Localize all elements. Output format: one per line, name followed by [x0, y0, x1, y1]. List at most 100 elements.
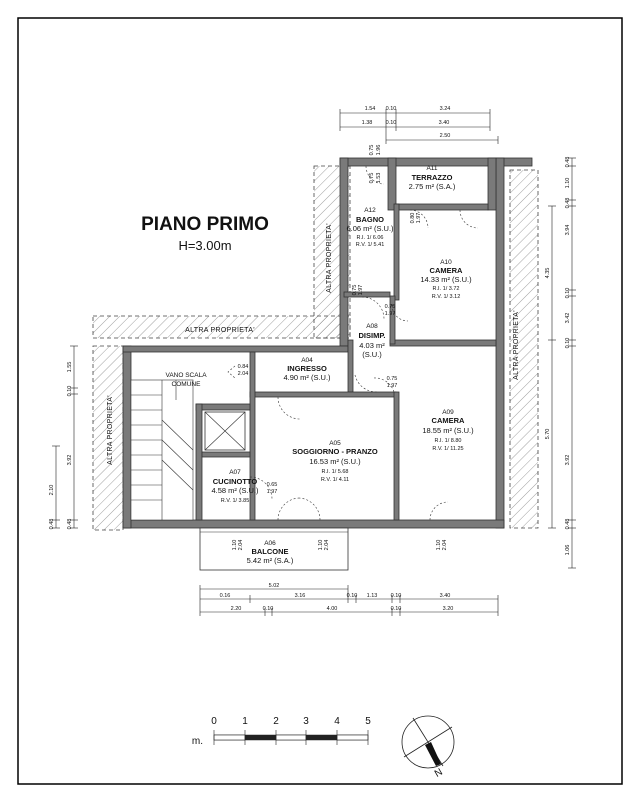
svg-text:SOGGIORNO - PRANZO: SOGGIORNO - PRANZO	[292, 447, 378, 456]
svg-text:R.V. 1/ 5.41: R.V. 1/ 5.41	[356, 242, 385, 248]
svg-text:ALTRA PROPRIETA': ALTRA PROPRIETA'	[185, 327, 255, 334]
svg-text:4.35: 4.35	[545, 268, 551, 279]
svg-text:0.48: 0.48	[565, 157, 571, 168]
svg-text:1.97: 1.97	[387, 383, 398, 389]
svg-text:1.96: 1.96	[376, 145, 382, 156]
room-a04: A04 INGRESSO 4.90 m² (S.U.)	[283, 357, 331, 382]
room-a09: A09 CAMERA 18.55 m² (S.U.) R.I. 1/ 8.80 …	[422, 409, 474, 452]
svg-text:A05: A05	[329, 440, 341, 447]
svg-text:0.48: 0.48	[49, 519, 55, 530]
svg-text:R.I. 1/ 8.80: R.I. 1/ 8.80	[435, 438, 462, 444]
svg-text:CAMERA: CAMERA	[430, 266, 463, 275]
svg-text:14.33 m² (S.U.): 14.33 m² (S.U.)	[420, 275, 472, 284]
svg-text:1.06: 1.06	[565, 545, 571, 556]
svg-text:0.80: 0.80	[410, 213, 416, 224]
svg-text:0.75: 0.75	[385, 304, 396, 310]
svg-text:A07: A07	[229, 469, 241, 476]
svg-text:0.48: 0.48	[565, 198, 571, 209]
svg-text:ALTRA PROPRIETA': ALTRA PROPRIETA'	[513, 310, 520, 380]
svg-text:4.03 m²: 4.03 m²	[359, 341, 385, 350]
room-a10: A10 CAMERA 14.33 m² (S.U.) R.I. 1/ 3.72 …	[420, 259, 472, 300]
svg-text:R.I. 1/ 3.72: R.I. 1/ 3.72	[433, 286, 460, 292]
plan-height: H=3.00m	[178, 238, 231, 253]
svg-text:1.10: 1.10	[232, 540, 238, 551]
svg-text:ALTRA PROPRIETA': ALTRA PROPRIETA'	[107, 395, 114, 465]
svg-text:4.90 m² (S.U.): 4.90 m² (S.U.)	[283, 373, 331, 382]
svg-text:0.10: 0.10	[565, 288, 571, 299]
svg-text:4.00: 4.00	[327, 606, 338, 612]
svg-text:2.04: 2.04	[324, 540, 330, 551]
svg-text:TERRAZZO: TERRAZZO	[412, 173, 453, 182]
svg-text:m.: m.	[192, 736, 203, 747]
room-a12: A12 BAGNO 6.06 m² (S.U.) R.I. 1/ 6.06 R.…	[346, 207, 394, 248]
room-a05: A05 SOGGIORNO - PRANZO 16.53 m² (S.U.) R…	[292, 440, 378, 483]
svg-text:3.92: 3.92	[565, 455, 571, 466]
svg-text:CAMERA: CAMERA	[432, 416, 465, 425]
room-a07: A07 CUCINOTTO 4.58 m² (S.U.) R.V. 1/ 3.8…	[211, 469, 259, 504]
svg-text:1.10: 1.10	[436, 540, 442, 551]
svg-text:1.97: 1.97	[358, 285, 364, 296]
svg-text:A09: A09	[442, 409, 454, 416]
svg-text:1.97: 1.97	[416, 213, 422, 224]
svg-text:BAGNO: BAGNO	[356, 215, 384, 224]
svg-text:0.10: 0.10	[565, 338, 571, 349]
svg-text:0.10: 0.10	[391, 593, 402, 599]
svg-text:1.13: 1.13	[367, 593, 378, 599]
svg-text:5: 5	[365, 716, 371, 727]
altra-proprieta-zones: ALTRA PROPRIETA' ALTRA PROPRIETA' ALTRA …	[92, 165, 539, 531]
door-swings	[227, 165, 479, 521]
dimensions-bottom: 5.02 0.16 3.16 0.10 1.13 0.10 3.40 2.20 …	[199, 583, 499, 616]
svg-text:5.70: 5.70	[545, 429, 551, 440]
room-a08: A08 DISIMP. 4.03 m² (S.U.)	[359, 323, 386, 359]
svg-text:A12: A12	[364, 207, 376, 214]
svg-text:0.48: 0.48	[67, 519, 73, 530]
svg-text:COMUNE: COMUNE	[172, 381, 202, 388]
plan-title: PIANO PRIMO	[141, 214, 269, 235]
svg-text:R.V. 1/ 3.12: R.V. 1/ 3.12	[432, 294, 461, 300]
svg-text:5.42 m² (S.A.): 5.42 m² (S.A.)	[247, 556, 294, 565]
svg-text:2: 2	[273, 716, 279, 727]
svg-text:0.65: 0.65	[267, 482, 278, 488]
svg-text:1.97: 1.97	[267, 489, 278, 495]
svg-text:1.10: 1.10	[318, 540, 324, 551]
svg-text:1: 1	[242, 716, 248, 727]
svg-text:2.04: 2.04	[238, 371, 249, 377]
svg-text:A10: A10	[440, 259, 452, 266]
svg-text:4: 4	[334, 716, 340, 727]
svg-text:2.20: 2.20	[231, 606, 242, 612]
svg-text:3.16: 3.16	[295, 593, 306, 599]
svg-text:3.20: 3.20	[443, 606, 454, 612]
svg-text:1.55: 1.55	[67, 362, 73, 373]
svg-text:3.40: 3.40	[440, 593, 451, 599]
svg-text:VANO SCALA: VANO SCALA	[165, 372, 207, 379]
svg-text:R.V. 1/ 11.25: R.V. 1/ 11.25	[432, 446, 463, 452]
svg-text:0.10: 0.10	[386, 106, 397, 112]
stairs	[130, 379, 194, 521]
svg-text:2.04: 2.04	[238, 540, 244, 551]
svg-text:0.75: 0.75	[387, 376, 398, 382]
svg-text:A08: A08	[366, 323, 378, 330]
svg-text:0: 0	[211, 716, 217, 727]
svg-text:16.53 m² (S.U.): 16.53 m² (S.U.)	[309, 457, 361, 466]
svg-text:R.I. 1/ 6.06: R.I. 1/ 6.06	[357, 235, 384, 241]
svg-text:R.V. 1/ 3.85: R.V. 1/ 3.85	[221, 498, 250, 504]
svg-text:0.10: 0.10	[391, 606, 402, 612]
svg-text:3.42: 3.42	[565, 313, 571, 324]
svg-text:0.48: 0.48	[565, 519, 571, 530]
sheet-border	[17, 17, 623, 785]
dimensions-top: 1.54 0.10 3.24 1.38 0.10 3.40 2.50	[339, 106, 499, 144]
svg-text:2.50: 2.50	[440, 133, 451, 139]
svg-text:0.84: 0.84	[238, 364, 249, 370]
svg-text:0.16: 0.16	[220, 593, 231, 599]
opening-labels: 0.75 1.96 0.75 1.53 0.80 1.97 0.75 1.97 …	[232, 145, 448, 551]
svg-text:5.02: 5.02	[269, 583, 280, 589]
scale-bar: m. 0 1 2 3 4 5	[192, 716, 371, 747]
svg-text:2.04: 2.04	[442, 540, 448, 551]
svg-text:0.10: 0.10	[347, 593, 358, 599]
svg-text:CUCINOTTO: CUCINOTTO	[213, 477, 258, 486]
north-arrow-icon: N	[401, 715, 455, 780]
dimensions-right: 0.48 1.10 0.48 3.94 0.10 3.42 0.10 3.92 …	[545, 157, 576, 569]
svg-text:0.10: 0.10	[263, 606, 274, 612]
svg-text:3.24: 3.24	[440, 106, 451, 112]
